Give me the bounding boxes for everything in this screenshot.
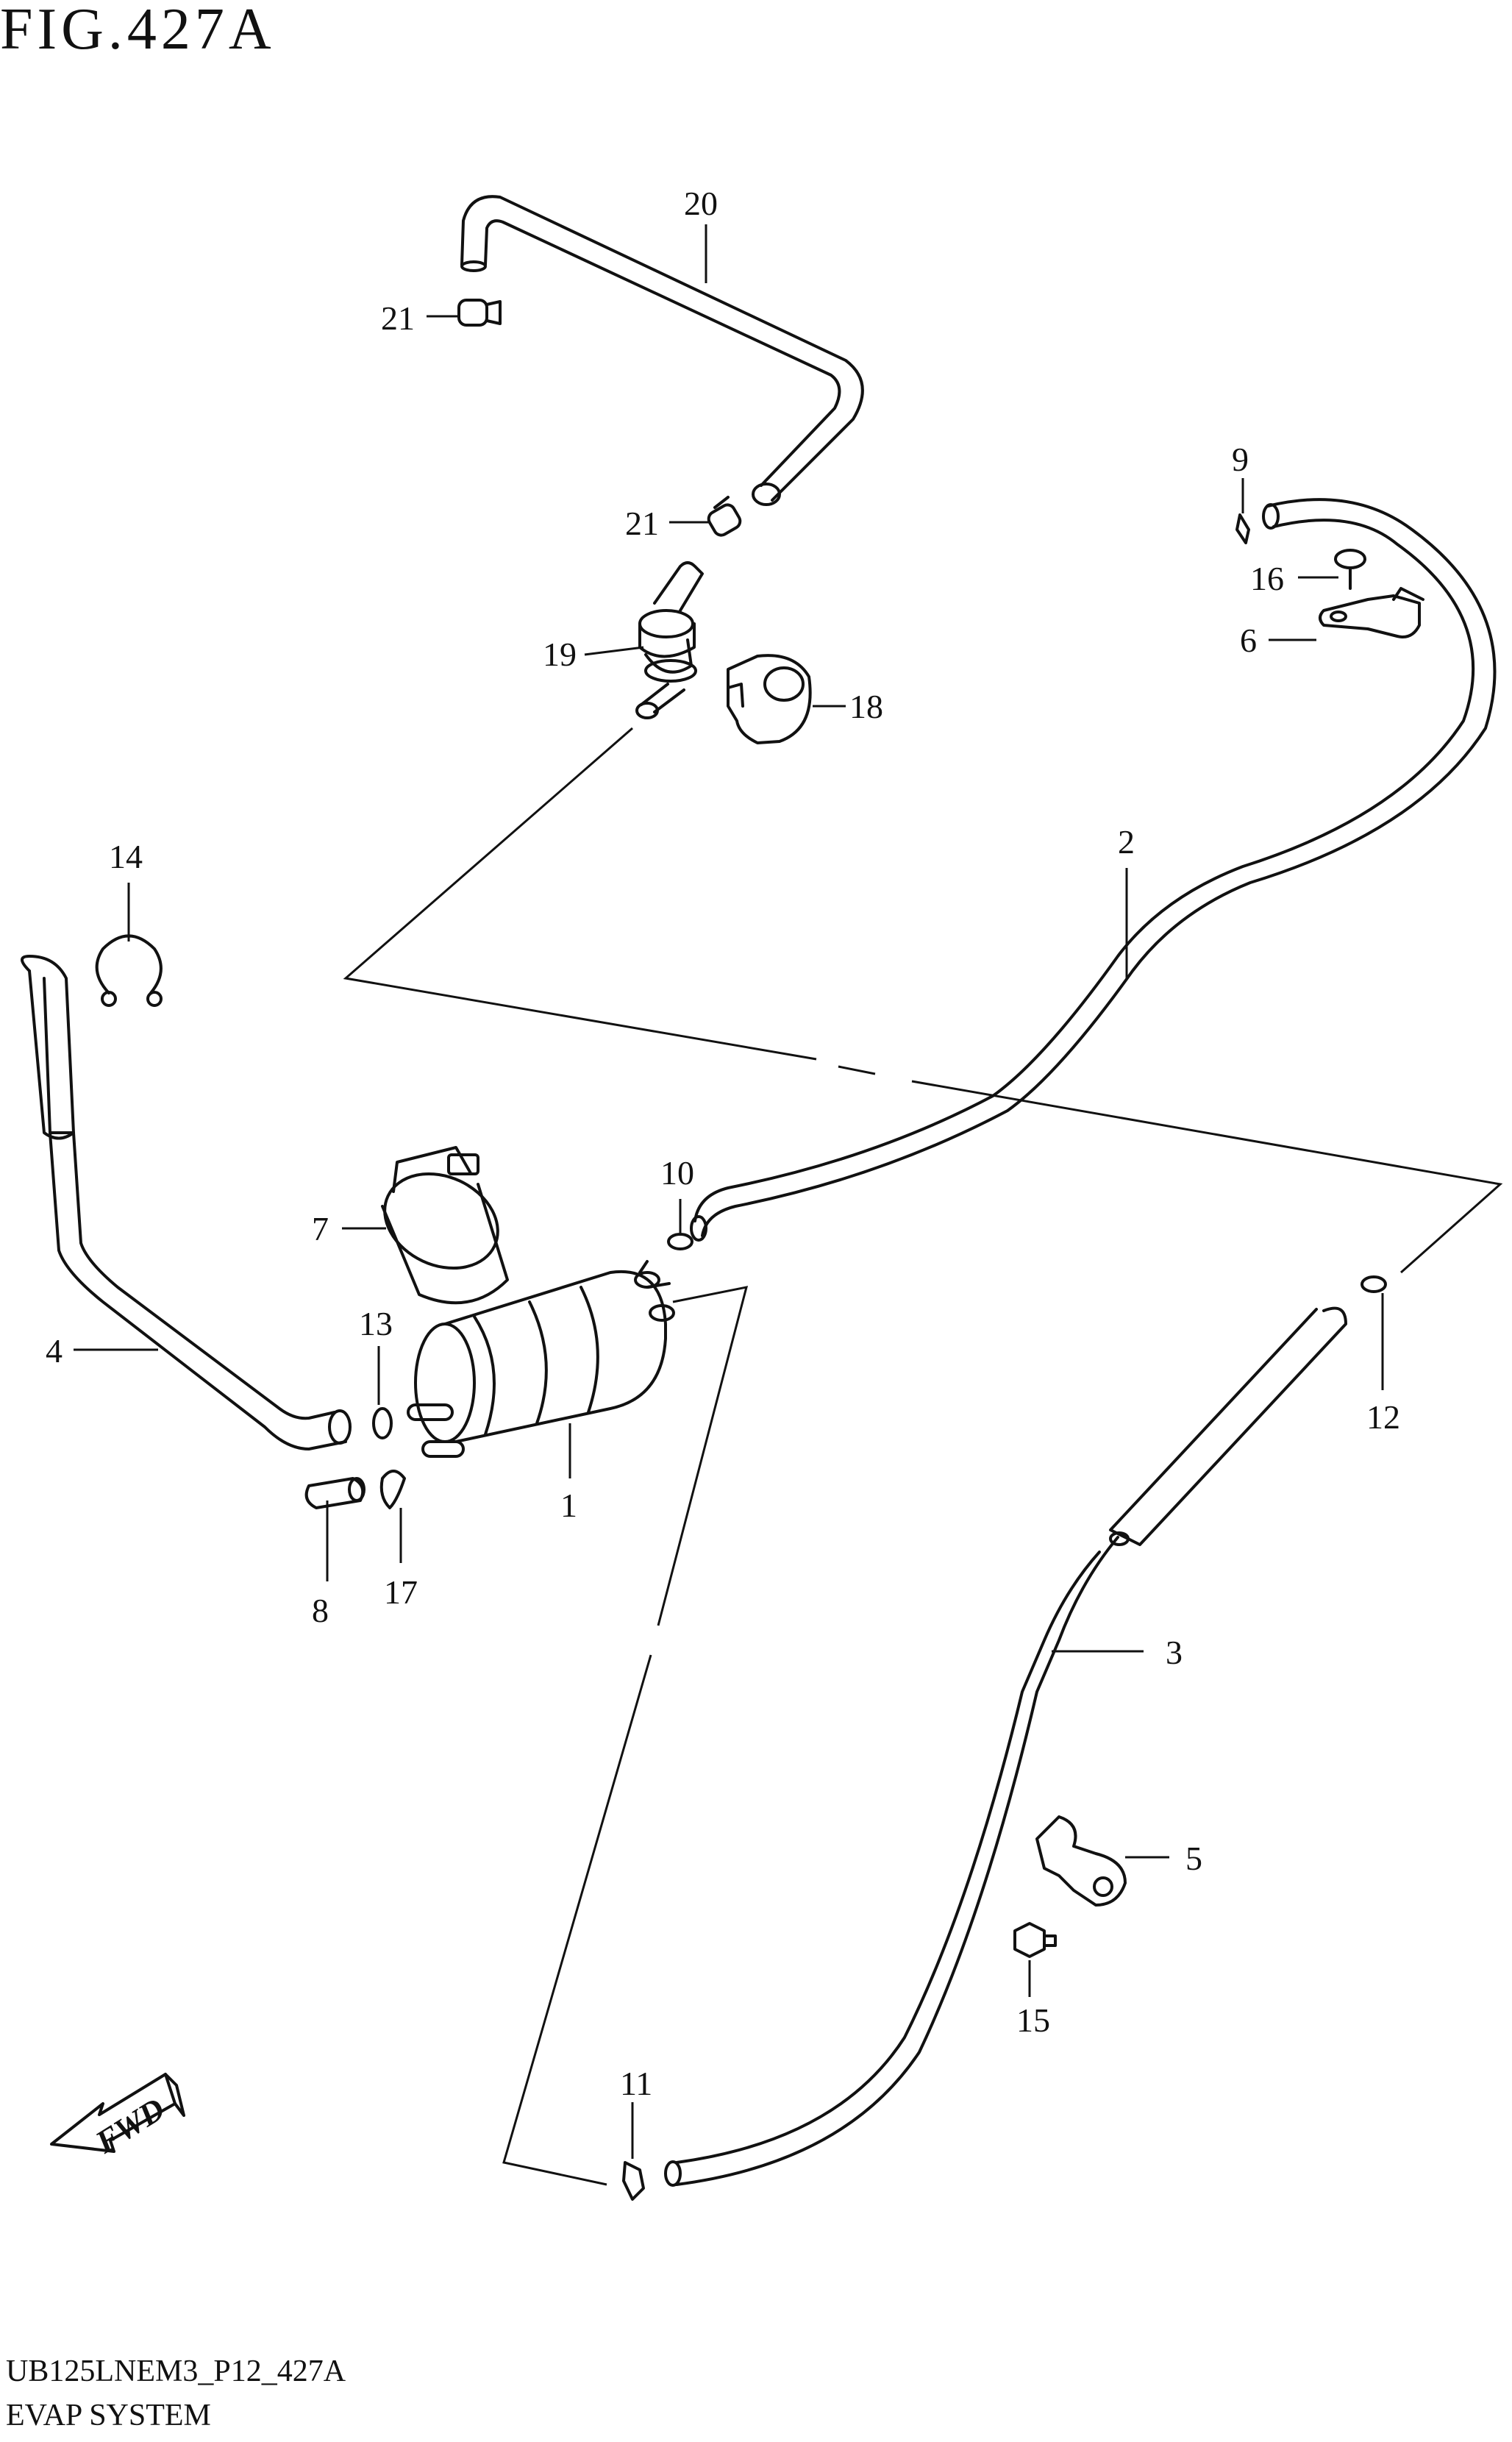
callout-10: 10 — [660, 1154, 694, 1192]
callout-20: 20 — [684, 185, 718, 222]
callout-3: 3 — [1166, 1634, 1183, 1671]
clamp-14 — [95, 934, 163, 1007]
figure-code: UB125LNEM3_P12_427A — [6, 2354, 346, 2388]
band-7 — [381, 1146, 509, 1305]
bolt-16 — [1334, 549, 1366, 590]
callout-16: 16 — [1250, 560, 1284, 597]
hose-20 — [460, 195, 864, 506]
clamp-12 — [1361, 1275, 1387, 1293]
screw-9 — [1235, 513, 1250, 544]
callout-6: 6 — [1240, 622, 1257, 659]
callout-13: 13 — [359, 1305, 393, 1342]
callout-18: 18 — [849, 688, 883, 725]
clamp-21-upper — [457, 299, 502, 327]
reference-lines — [343, 727, 1503, 2186]
callout-19: 19 — [543, 636, 577, 673]
callout-9: 9 — [1232, 441, 1249, 478]
leader-lines — [74, 224, 1384, 2159]
clamp-21-lower — [707, 496, 742, 537]
bracket-5 — [1035, 1815, 1127, 1907]
bolt-15 — [1013, 1922, 1057, 1958]
callout-2: 2 — [1118, 823, 1135, 861]
callout-21-upper: 21 — [381, 299, 415, 337]
callout-7: 7 — [312, 1210, 329, 1247]
figure-name: EVAP SYSTEM — [6, 2399, 211, 2432]
callout-1: 1 — [560, 1487, 577, 1524]
callout-5: 5 — [1185, 1840, 1202, 1877]
callout-4: 4 — [46, 1332, 63, 1370]
bracket-6 — [1319, 587, 1424, 638]
callout-15: 15 — [1016, 2001, 1050, 2039]
fwd-arrow-icon — [50, 2073, 185, 2153]
callout-17: 17 — [384, 1573, 418, 1611]
callout-8: 8 — [312, 1592, 329, 1629]
hose-3 — [664, 1306, 1347, 2187]
callout-11: 11 — [620, 2065, 652, 2102]
valve-19 — [635, 561, 704, 719]
hose-piece-8 — [304, 1477, 365, 1509]
callout-21-lower: 21 — [625, 505, 659, 542]
clip-17 — [379, 1470, 406, 1509]
clip-18 — [727, 654, 812, 744]
canister-1 — [407, 1260, 675, 1458]
clamp-10 — [667, 1233, 693, 1250]
callout-14: 14 — [109, 838, 143, 875]
hose-2 — [690, 498, 1497, 1242]
hose-4 — [21, 955, 352, 1450]
figure-title: FIG.427A — [0, 0, 276, 62]
clamp-11 — [622, 2161, 645, 2201]
clip-13 — [372, 1407, 393, 1439]
callout-12: 12 — [1366, 1398, 1400, 1436]
